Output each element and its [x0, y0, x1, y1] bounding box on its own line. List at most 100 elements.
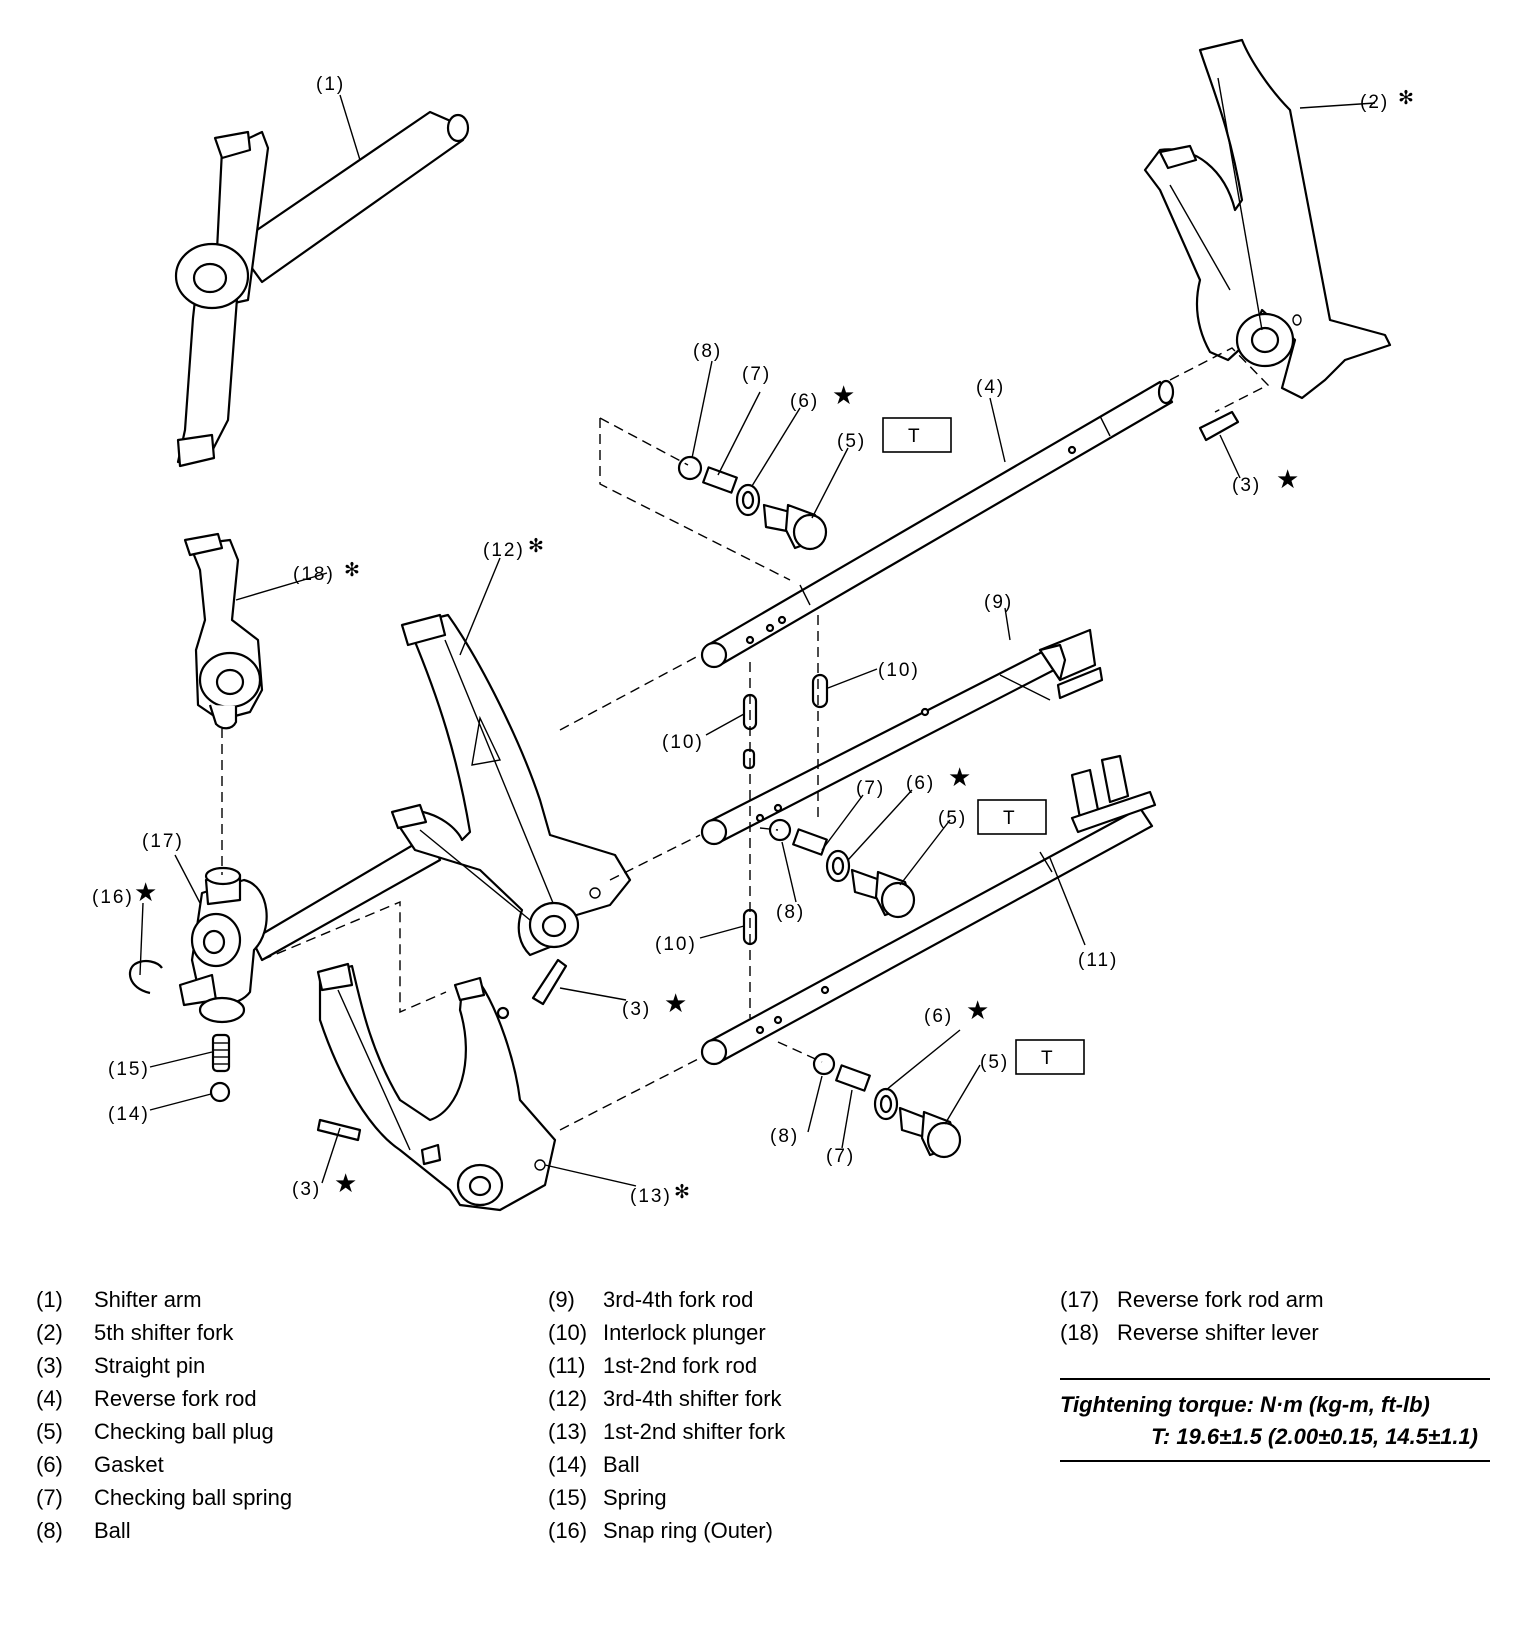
ball-14: [209, 1081, 231, 1103]
legend-item: (3) Straight pin: [36, 1349, 292, 1382]
callout-7-top: (7): [742, 364, 771, 385]
first-second-shifter-fork: [316, 962, 557, 1212]
legend-item: (7) Checking ball spring: [36, 1481, 292, 1514]
callout-8-middle: (8): [776, 902, 805, 923]
callout-4: (4): [976, 377, 1005, 398]
callout-6-bottom: (6): [924, 1006, 953, 1027]
legend-item-text: Straight pin: [94, 1353, 206, 1378]
callout-8-bottom: (8): [770, 1126, 799, 1147]
spring-15: [211, 1033, 231, 1073]
legend-item-number: (13): [548, 1419, 588, 1444]
plug-set-middle: [768, 818, 916, 919]
legend-item: (16) Snap ring (Outer): [548, 1514, 785, 1547]
legend-item-text: Shifter arm: [94, 1287, 202, 1312]
legend-item-number: (10): [548, 1320, 588, 1345]
legend-item-number: (4): [36, 1386, 63, 1411]
legend-item-number: (14): [548, 1452, 588, 1477]
shifter-arm: [174, 110, 470, 468]
legend-item-text: Spring: [603, 1485, 667, 1510]
callout-3-middle: (3): [622, 999, 651, 1020]
callout-2: (2): [1360, 92, 1389, 113]
star-3-bottom: ★: [334, 1168, 359, 1198]
legend-column-1: (1)Shifter arm (2) 5th shifter fork (3) Stra…: [36, 1283, 292, 1547]
torque-rule-bottom: [1060, 1460, 1490, 1462]
legend-item-text: 1st-2nd shifter fork: [603, 1419, 786, 1444]
torque-box-middle: [977, 799, 1047, 835]
legend-item-number: (15): [548, 1485, 588, 1510]
legend-item: (2) 5th shifter fork: [36, 1316, 292, 1349]
torque-mark-top: T: [908, 426, 922, 447]
legend-item-number: (3): [36, 1353, 63, 1378]
legend-item: (9) 3rd-4th fork rod: [548, 1283, 785, 1316]
legend-item: (11)1st-2nd fork rod: [548, 1349, 785, 1382]
legend-item-number: (9): [548, 1287, 575, 1312]
legend-item: (5) Checking ball plug: [36, 1415, 292, 1448]
third-fourth-shifter-fork: [390, 613, 632, 957]
callout-18: (18): [293, 564, 335, 585]
leader-lines: [139, 94, 1376, 1187]
legend-item-number: (18): [1060, 1320, 1100, 1345]
legend-item-number: (8): [36, 1518, 63, 1543]
legend-item-number: (2): [36, 1320, 63, 1345]
legend-item-text: Gasket: [94, 1452, 164, 1477]
star-3-middle: ★: [664, 988, 689, 1018]
legend-item-text: Checking ball plug: [94, 1419, 274, 1444]
legend-item-text: Interlock plunger: [603, 1320, 766, 1345]
callout-16: (16): [92, 887, 134, 908]
straight-pin-middle: [531, 958, 568, 1006]
callout-3-top: (3): [1232, 475, 1261, 496]
legend-column-3: (17)Reverse fork rod arm(18)Reverse shif…: [1060, 1283, 1324, 1349]
legend-item-text: Snap ring (Outer): [603, 1518, 773, 1543]
legend-item-text: Reverse shifter lever: [1117, 1320, 1319, 1345]
legend-item-number: (16): [548, 1518, 588, 1543]
legend-item-text: Reverse fork rod: [94, 1386, 257, 1411]
straight-pin-top: [1198, 410, 1240, 442]
star-6-middle: ★: [948, 762, 973, 792]
callout-17: (17): [142, 831, 184, 852]
legend-item: (18) Reverse shifter lever: [1060, 1316, 1324, 1349]
legend-column-2: (9) 3rd-4th fork rod (10) Interlock plunger…: [548, 1283, 785, 1547]
torque-box-bottom: [1015, 1039, 1085, 1075]
callout-7-middle: (7): [856, 778, 885, 799]
callout-13: (13): [630, 1186, 672, 1207]
callout-10-right: (10): [878, 660, 920, 681]
legend-item-text: Checking ball spring: [94, 1485, 293, 1510]
fifth-shifter-fork: [1143, 38, 1392, 400]
callout-5-middle: (5): [938, 808, 967, 829]
legend-item-text: Reverse fork rod arm: [1117, 1287, 1324, 1312]
callout-5-top: (5): [837, 431, 866, 452]
tightening-torque-box: Tightening torque: N·m (kg-m, ft-lb) T: …: [1060, 1378, 1490, 1462]
select-mark-18: ✻: [344, 560, 362, 581]
legend-item-number: (7): [36, 1485, 63, 1510]
reverse-fork-rod-arm: [178, 833, 442, 1024]
torque-title: Tightening torque: N·m (kg-m, ft-lb): [1060, 1392, 1430, 1417]
select-mark-2: ✻: [1398, 88, 1416, 109]
star-16: ★: [134, 877, 159, 907]
callout-6-middle: (6): [906, 773, 935, 794]
callout-3-bottom: (3): [292, 1179, 321, 1200]
legend-item: (8)Ball: [36, 1514, 292, 1547]
torque-mark-bottom: T: [1041, 1048, 1055, 1069]
exploded-diagram: T T T (1) (2) ✻ (4) (8) (7) (6) ★ (5) (3…: [92, 38, 1416, 1212]
plug-set-bottom: [812, 1052, 962, 1159]
callout-6-top: (6): [790, 391, 819, 412]
legend-item-text: 1st-2nd fork rod: [603, 1353, 758, 1378]
legend-item-number: (5): [36, 1419, 63, 1444]
reverse-shifter-lever: [183, 532, 264, 730]
first-second-fork-rod: [700, 754, 1157, 1066]
callout-12: (12): [483, 540, 525, 561]
assembly-lines: [221, 347, 1270, 1131]
legend-item: (1)Shifter arm: [36, 1283, 292, 1316]
torque-mark-middle: T: [1003, 808, 1017, 829]
callout-10-bottom: (10): [655, 934, 697, 955]
legend-item: (12)3rd-4th shifter fork: [548, 1382, 785, 1415]
callout-10-left: (10): [662, 732, 704, 753]
select-mark-12: ✻: [528, 536, 546, 557]
legend-item-text: 5th shifter fork: [94, 1320, 234, 1345]
third-fourth-fork-rod: [700, 628, 1104, 846]
callout-11: (11): [1078, 950, 1118, 971]
legend-item: (14)Ball: [548, 1448, 785, 1481]
callout-5-bottom: (5): [980, 1052, 1009, 1073]
callout-8-top: (8): [693, 341, 722, 362]
legend-item-text: 3rd-4th fork rod: [603, 1287, 754, 1312]
